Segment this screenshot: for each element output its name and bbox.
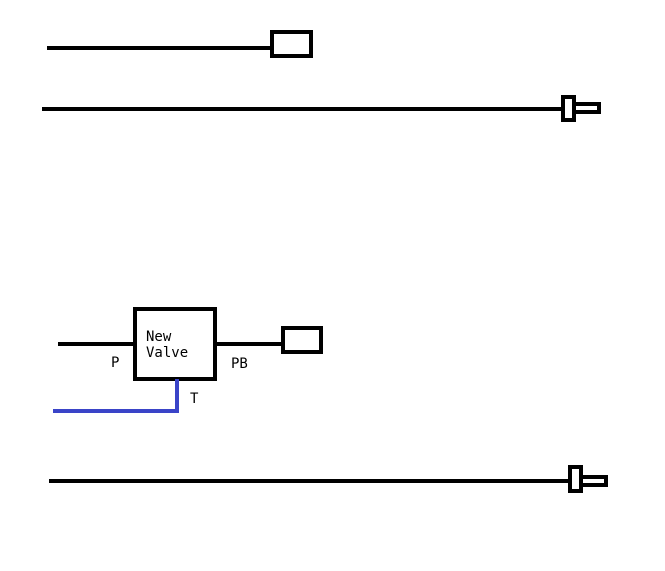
valve-label-line2: Valve [146,345,188,361]
port-label-p: P [111,355,119,371]
port-label-t: T [190,391,199,407]
tank-line[interactable] [53,379,179,413]
box-component-top[interactable] [270,30,313,58]
port-label-pb: PB [231,356,248,372]
valve-label-line1: New [146,329,172,345]
cylinder-rod-top[interactable] [572,102,601,114]
box-component-bottom[interactable] [281,326,323,354]
cylinder-rod-bottom[interactable] [579,475,608,487]
